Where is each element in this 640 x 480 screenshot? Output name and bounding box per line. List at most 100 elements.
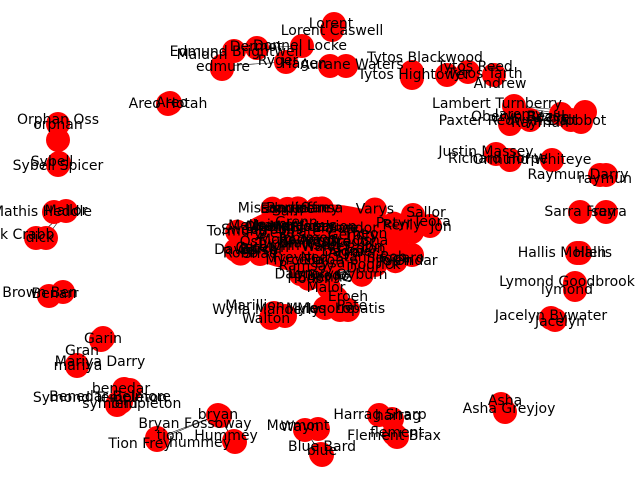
node-label: Sybell Spicer: [13, 158, 104, 174]
node-label: Raymun: [511, 115, 569, 131]
node-label: Ned: [300, 250, 328, 266]
node-label: Tobbot: [559, 113, 607, 129]
node-label: Grenn: [275, 214, 318, 230]
node-label: Oberyn Bezel: [471, 109, 565, 125]
node-label: Teora: [412, 214, 451, 230]
node-label: Roose: [279, 232, 321, 248]
graph-node: [482, 63, 506, 87]
node-label: Lorent Caswell: [281, 23, 383, 39]
node-label: Hallis Mollen: [518, 245, 606, 261]
node-label: benedar: [92, 381, 150, 397]
node-label: Lysa: [315, 255, 346, 271]
node-label: Black: [240, 242, 279, 258]
node-label: Pate: [290, 224, 321, 240]
node-label: Robb: [223, 246, 259, 262]
node-label: Varys: [356, 201, 394, 217]
node-label: Areo Hotah: [129, 96, 208, 112]
node-label: Flement Brax: [347, 428, 441, 444]
graph-node: [594, 163, 618, 187]
node-label: Ramsay: [279, 259, 335, 275]
graph-node: [309, 442, 333, 466]
node-label: Donnel Locke: [253, 38, 347, 54]
node-label: Petyr: [376, 216, 412, 232]
graph-node: [518, 108, 542, 132]
node-label: Barristan: [266, 200, 330, 216]
node-label: Euron: [304, 252, 345, 268]
node-label: Paxter Redwyne: [439, 113, 552, 129]
node-label: Dermot: [230, 39, 283, 55]
node-label: Pate: [337, 298, 368, 314]
node-label: Lopatis: [335, 301, 385, 317]
graph-node: [498, 148, 522, 172]
node-label: Wayn: [281, 419, 320, 435]
graph-labels: OsfDagmerBlackRobOberynIlynPateMordMarga…: [0, 16, 636, 459]
graph-node: [311, 248, 336, 273]
node-label: Lambert Turnberry: [432, 96, 562, 112]
node-label: Tytos Tarth: [446, 66, 522, 82]
node-label: Stannis: [335, 250, 387, 266]
node-label: sarra: [591, 204, 627, 220]
graph-node: [498, 112, 522, 136]
graph-node: [400, 66, 424, 90]
node-label: Aeron: [299, 233, 340, 249]
node-label: Duur: [346, 261, 381, 277]
graph-node: [249, 231, 274, 256]
node-label: Oberyn: [245, 219, 296, 235]
graph-node: [334, 54, 358, 78]
node-label: Hallis: [574, 245, 612, 261]
node-label: Gran: [65, 343, 99, 359]
node-label: Pycelle: [245, 226, 294, 242]
graph-node: [563, 278, 587, 302]
graph-node: [145, 428, 169, 452]
node-label: Osf: [240, 234, 264, 250]
node-label: Melisandre: [228, 218, 304, 234]
graph-node: [385, 425, 409, 449]
node-label: edmure: [196, 59, 250, 75]
node-label: Renly: [383, 217, 422, 233]
node-label: Garin: [84, 331, 122, 347]
node-label: Theon: [343, 226, 387, 242]
node-label: Missandei: [238, 201, 307, 217]
node-label: Sybell: [31, 154, 73, 170]
node-label: Mormont: [267, 418, 330, 434]
node-label: Hodor: [287, 271, 330, 287]
node-label: Catelyn: [236, 240, 290, 256]
node-label: Orphan Oss: [17, 112, 99, 128]
graph-node: [569, 110, 593, 134]
node-label: Blue Bard: [288, 439, 356, 455]
node-label: Margaery: [269, 219, 335, 235]
graph-node: [46, 153, 70, 177]
node-label: Walton: [242, 311, 290, 327]
node-label: blue: [307, 443, 337, 459]
graph-node: [540, 148, 564, 172]
node-label: Jacelyn Bywater: [494, 308, 608, 324]
node-label: Myles: [286, 301, 326, 317]
node-label: Sam: [272, 203, 303, 219]
node-label: Brown Ben: [2, 285, 77, 301]
node-label: Viserys: [300, 238, 350, 254]
graph-node: [353, 236, 378, 261]
node-label: Podrick: [350, 257, 402, 273]
graph-node: [568, 241, 592, 265]
graph-node: [362, 197, 387, 222]
node-label: Hummey: [194, 428, 258, 444]
node-label: Tion Frey: [107, 436, 171, 452]
graph-node: [274, 50, 298, 74]
node-label: Jojen: [377, 253, 412, 269]
node-label: Mariya Darry: [55, 354, 146, 370]
node-label: Harrag Sharp: [333, 407, 426, 423]
node-label: Justin Massey: [437, 144, 533, 160]
graph-node: [435, 63, 459, 87]
graph-node: [65, 354, 89, 378]
node-label: Tormund: [206, 224, 268, 240]
node-label: Bronn: [258, 238, 299, 254]
node-label: Andrew: [474, 76, 527, 92]
graph-node: [109, 390, 133, 414]
node-label: Bryan Fossoway: [138, 416, 251, 432]
node-label: Ormund Whiteye: [473, 152, 592, 168]
graph-node: [245, 36, 269, 60]
graph-node: [456, 60, 480, 84]
node-label: Dick Crabb: [0, 227, 55, 243]
node-label: Lorent: [309, 16, 354, 32]
node-label: Shae: [243, 246, 278, 262]
